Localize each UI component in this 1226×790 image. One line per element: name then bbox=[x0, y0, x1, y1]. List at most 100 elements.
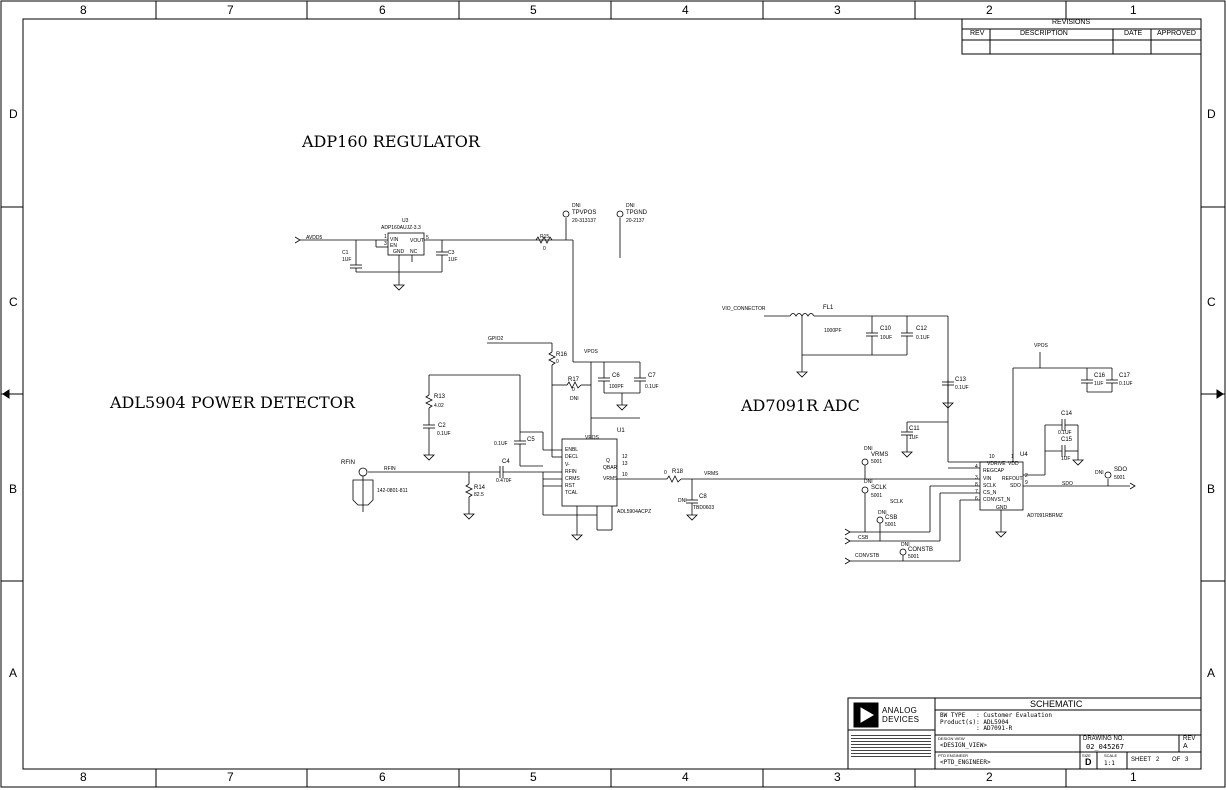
row-label: B bbox=[1207, 482, 1216, 496]
c14-ref: C14 bbox=[1061, 411, 1073, 417]
u4-pin-vdrive: VDRIVE bbox=[987, 461, 1006, 467]
regulator-section-title: ADP160 REGULATOR bbox=[302, 132, 480, 151]
size-value: D bbox=[1085, 757, 1092, 767]
u3-pin-nc: NC bbox=[410, 249, 418, 255]
pin-num: 1 bbox=[384, 234, 387, 240]
pin-num: 5 bbox=[426, 235, 429, 241]
u1-pin-decl: DECL bbox=[565, 454, 579, 460]
tp-convst-val: 5001 bbox=[908, 554, 920, 560]
tp-convst-dni: DNI bbox=[901, 542, 910, 548]
pin-num: 12 bbox=[622, 454, 628, 460]
r13-ref: R13 bbox=[434, 394, 446, 400]
net-avdd5: AVDD5 bbox=[306, 235, 323, 241]
r14-ref: R14 bbox=[474, 485, 486, 491]
row-label: B bbox=[9, 482, 18, 496]
c8-val: TBD0603 bbox=[693, 505, 715, 511]
u3-part: ADP160AUJZ-3.3 bbox=[381, 225, 421, 231]
c6-val: 100PF bbox=[609, 384, 624, 390]
u1-part: ADL5904ACPZ bbox=[617, 509, 652, 515]
c2-val: 0.1UF bbox=[437, 431, 451, 437]
revisions-table bbox=[961, 18, 1202, 55]
u1-pin-qbar: QBAR bbox=[603, 465, 618, 471]
adc-wiring bbox=[764, 313, 1136, 565]
c15-ref: C15 bbox=[1061, 437, 1073, 443]
col-label: 7 bbox=[227, 3, 234, 17]
u3-pin-vin: VIN bbox=[390, 237, 399, 243]
c17-val: 0.1UF bbox=[1119, 381, 1133, 387]
description-col-header: DESCRIPTION bbox=[1020, 30, 1068, 37]
col-label: 5 bbox=[530, 770, 537, 784]
tp-vrms-val: 5001 bbox=[871, 459, 883, 465]
u4-pin-regcap: REGCAP bbox=[983, 468, 1005, 474]
tp-vpos-dni: DNI bbox=[572, 203, 581, 209]
sheet-title: SCHEMATIC bbox=[1030, 699, 1083, 709]
tp-sdo-dni: DNI bbox=[1095, 470, 1104, 476]
c11-val: 1UF bbox=[909, 435, 919, 441]
tp-sclk-dni: DNI bbox=[864, 479, 873, 485]
u1-vpos-pin: VPOS bbox=[585, 435, 599, 441]
drawing-no-label: DRAWING NO. bbox=[1083, 736, 1125, 742]
c16-val: 1UF bbox=[1094, 381, 1104, 387]
u4-pin-convst-n: CONVST_N bbox=[983, 497, 1011, 503]
approved-col-header: APPROVED bbox=[1157, 30, 1196, 37]
pin-num: 7 bbox=[975, 489, 978, 495]
r15-ref: R15 bbox=[540, 234, 550, 240]
tp-csb-label: CSB bbox=[885, 515, 898, 521]
tp-vrms-label: VRMS bbox=[871, 452, 889, 458]
col-label: 5 bbox=[530, 3, 537, 17]
products-2: : AD7091-R bbox=[940, 725, 1013, 732]
col-label: 4 bbox=[682, 770, 689, 784]
c16-ref: C16 bbox=[1094, 373, 1106, 379]
tp-csb-val: 5001 bbox=[885, 522, 897, 528]
c5-val: 0.1UF bbox=[494, 441, 508, 447]
tp-sclk-val: 5001 bbox=[871, 493, 883, 499]
r16-val: 0 bbox=[556, 359, 559, 365]
sheet-total: 3 bbox=[1185, 757, 1189, 763]
u1-pin-tcal: TCAL bbox=[565, 490, 578, 496]
right-marker-icon bbox=[1216, 389, 1224, 399]
rfin-net: RFIN bbox=[384, 466, 396, 472]
u1-pin-rst: RST bbox=[565, 483, 575, 489]
net-vpos: VPOS bbox=[584, 349, 598, 355]
u4-pin-vdd: VDD bbox=[1008, 461, 1019, 467]
u4-pin-gnd: GND bbox=[996, 505, 1008, 511]
engineer: <PTD_ENGINEER> bbox=[940, 759, 991, 766]
c8-dni: DNI bbox=[678, 498, 687, 504]
col-label: 3 bbox=[834, 3, 841, 17]
r18-val: 0 bbox=[664, 470, 667, 476]
tp-gnd-part: 20-2137 bbox=[626, 218, 645, 224]
tp-sclk-label: SCLK bbox=[871, 485, 887, 491]
net-csb: CSB bbox=[858, 535, 869, 541]
row-label: A bbox=[1207, 666, 1216, 680]
c10-ref: C10 bbox=[880, 326, 892, 332]
pin-num: 6 bbox=[975, 496, 978, 502]
company-name-line2: DEVICES bbox=[882, 715, 920, 724]
tp-sdo-val: 5001 bbox=[1114, 475, 1126, 481]
col-label: 8 bbox=[80, 3, 87, 17]
c3-val: 1UF bbox=[448, 257, 458, 263]
c15-val: 1UF bbox=[1061, 456, 1071, 462]
row-label: C bbox=[9, 295, 18, 309]
c7-ref: C7 bbox=[648, 373, 656, 379]
net-vio: VIO_CONNECTOR bbox=[722, 306, 766, 312]
c13-val: 0.1UF bbox=[955, 385, 969, 391]
net-vrms: VRMS bbox=[704, 471, 719, 477]
revisions-title: REVISIONS bbox=[1052, 19, 1091, 26]
tp-vpos-part: 20-313137 bbox=[572, 218, 596, 224]
c4-val: 0.470F bbox=[496, 478, 512, 484]
u1-pin-q: Q bbox=[606, 458, 610, 464]
u4-part: AD7091RBRMZ bbox=[1027, 513, 1063, 519]
u3-pin-en: EN bbox=[390, 243, 397, 249]
rev-value: A bbox=[1183, 743, 1188, 750]
tp-vpos-label: TPVPOS bbox=[572, 210, 597, 216]
u1-pin-crms: CRMS bbox=[565, 476, 580, 482]
detector-section-title: ADL5904 POWER DETECTOR bbox=[110, 393, 355, 412]
pin-num: 9 bbox=[1025, 480, 1028, 486]
rev-col-header: REV bbox=[970, 30, 985, 37]
scale-value: 1:1 bbox=[1104, 760, 1115, 767]
r17-ref: R17 bbox=[568, 377, 580, 383]
pin-num: 10 bbox=[989, 454, 995, 460]
sheet-label: SHEET bbox=[1131, 757, 1152, 763]
r14-val: 82.5 bbox=[474, 492, 484, 498]
design-view: <DESIGN_VIEW> bbox=[940, 742, 987, 749]
